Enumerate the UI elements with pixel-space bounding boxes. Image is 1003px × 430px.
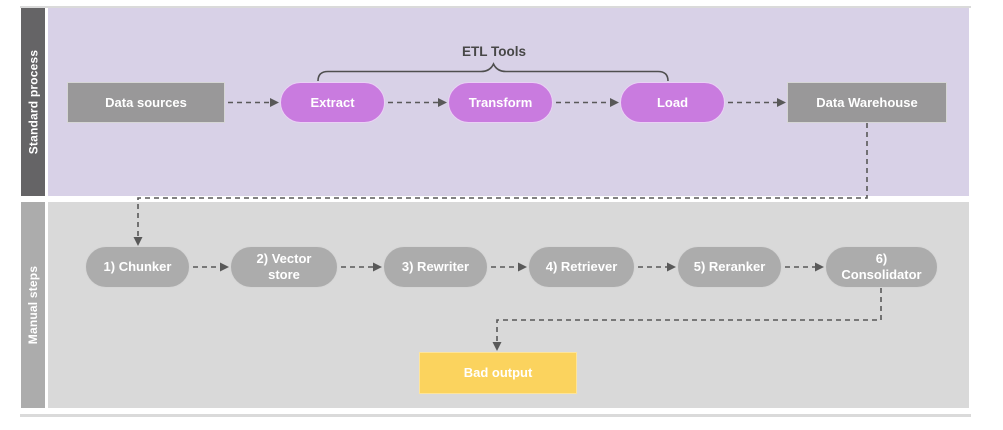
- lane-standard-process-label: Standard process: [26, 49, 41, 155]
- node-bad-output: Bad output: [419, 352, 577, 394]
- node-retriever: 4) Retriever: [528, 246, 635, 288]
- node-vector-store: 2) Vector store: [230, 246, 338, 288]
- etl-tools-label: ETL Tools: [462, 44, 526, 59]
- node-data-warehouse: Data Warehouse: [787, 82, 947, 123]
- lane-standard-process-header: Standard process: [21, 8, 45, 196]
- node-consolidator: 6) Consolidator: [825, 246, 938, 288]
- node-chunker: 1) Chunker: [85, 246, 190, 288]
- node-rewriter: 3) Rewriter: [383, 246, 488, 288]
- node-transform: Transform: [448, 82, 553, 123]
- frame-top-line: [20, 6, 971, 8]
- node-extract: Extract: [280, 82, 385, 123]
- node-reranker: 5) Reranker: [677, 246, 782, 288]
- frame-bottom-line: [20, 414, 971, 417]
- lane-manual-steps-label: Manual steps: [26, 265, 41, 345]
- node-load: Load: [620, 82, 725, 123]
- node-data-sources: Data sources: [67, 82, 225, 123]
- lane-manual-steps-header: Manual steps: [21, 202, 45, 408]
